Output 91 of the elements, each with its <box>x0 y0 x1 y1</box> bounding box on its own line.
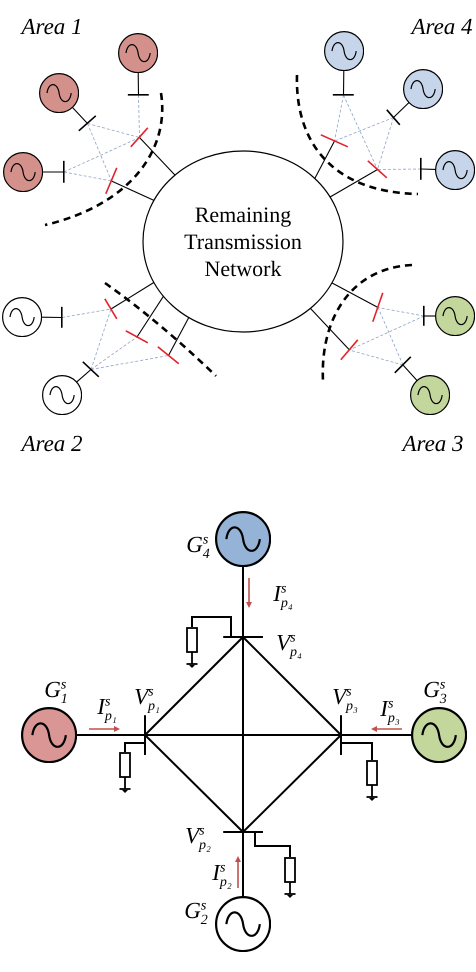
connector-line <box>144 636 244 736</box>
connector-line <box>242 636 342 736</box>
connector-line <box>139 137 176 176</box>
connector-line <box>332 282 378 308</box>
dashed-connector <box>64 137 140 172</box>
dashed-connector <box>378 307 424 316</box>
dashed-connector <box>138 94 140 138</box>
connector-line <box>168 317 190 356</box>
grounded-resistor-symbol <box>118 752 132 793</box>
connector-line <box>242 566 244 637</box>
connector-line <box>136 296 164 338</box>
network-label: Remaining Transmission Network <box>183 201 303 282</box>
line-cut-mark <box>340 339 359 361</box>
line-cut-mark <box>367 160 388 179</box>
connector-line <box>242 637 244 832</box>
generator-symbol <box>324 30 364 72</box>
connector-line <box>124 742 145 752</box>
generator-symbol <box>2 296 42 338</box>
grounded-resistor-symbol <box>283 857 297 898</box>
connector-line <box>393 102 410 118</box>
generator-symbol <box>434 296 476 336</box>
connector-line <box>72 106 88 124</box>
connector-line <box>424 315 436 317</box>
generator-symbol <box>118 32 158 74</box>
dashed-connector <box>378 307 404 366</box>
connector-line <box>138 72 140 95</box>
line-cut-mark <box>372 292 384 323</box>
connector-line <box>145 734 341 736</box>
area-label: Area 3 <box>402 430 464 458</box>
connector-line <box>314 140 335 179</box>
dashed-connector <box>87 123 112 182</box>
dashed-connector <box>90 336 138 370</box>
connector-line <box>310 308 350 350</box>
line-cut-mark <box>157 346 180 365</box>
generator-symbol <box>214 510 272 568</box>
connector-line <box>242 832 244 897</box>
generator-symbol <box>410 374 450 416</box>
dashed-connector <box>349 316 424 350</box>
bus-bar <box>386 109 401 126</box>
connector-line <box>76 734 145 736</box>
line-cut-mark <box>105 167 118 195</box>
connector-line <box>420 168 436 170</box>
area-label: Area 2 <box>21 430 83 458</box>
bus-bar <box>78 115 97 132</box>
connector-line <box>254 832 291 857</box>
bus-bar <box>394 356 412 374</box>
generator-symbol <box>402 68 444 110</box>
connector-line <box>191 616 232 637</box>
bus-bar <box>340 714 342 756</box>
dashed-connector <box>64 172 112 182</box>
area-label: Area 1 <box>21 14 83 40</box>
connector-line <box>110 282 154 310</box>
generator-symbol <box>434 150 476 190</box>
connector-line <box>144 734 244 833</box>
dashed-connector <box>334 94 344 142</box>
connector-line <box>341 742 373 760</box>
dashed-connector <box>87 123 140 138</box>
connector-line <box>42 171 64 173</box>
bus-bar <box>144 714 146 756</box>
generator-symbol <box>38 72 80 114</box>
line-cut-mark <box>320 134 349 148</box>
line-cut-mark <box>104 298 118 320</box>
connector-line <box>111 180 154 201</box>
dashed-connector <box>62 308 112 318</box>
connector-line <box>242 734 342 833</box>
connector-line <box>330 169 378 198</box>
generator-symbol <box>2 152 44 192</box>
bus-bar <box>222 636 264 638</box>
connector-line <box>342 70 344 95</box>
generator-symbol <box>214 896 272 952</box>
dashed-connector <box>90 308 112 370</box>
dashed-connector <box>377 168 422 170</box>
dashed-connector <box>90 355 169 370</box>
bus-bar <box>222 830 264 834</box>
line-cut-mark <box>125 330 149 344</box>
generator-symbol <box>42 374 82 416</box>
generator-symbol <box>20 706 78 764</box>
dashed-connector <box>349 350 404 366</box>
grounded-resistor-symbol <box>185 627 199 668</box>
line-cut-mark <box>130 127 149 148</box>
dashed-connector <box>377 117 394 170</box>
grounded-resistor-symbol <box>365 760 379 801</box>
connector-line <box>42 316 62 318</box>
dashed-connector <box>334 117 394 142</box>
area-label: Area 4 <box>411 14 473 40</box>
bus-bar <box>82 361 100 378</box>
connector-line <box>76 369 92 383</box>
connector-line <box>402 364 418 381</box>
connector-line <box>341 734 412 736</box>
network-ellipse <box>142 150 344 333</box>
generator-symbol <box>410 706 468 764</box>
